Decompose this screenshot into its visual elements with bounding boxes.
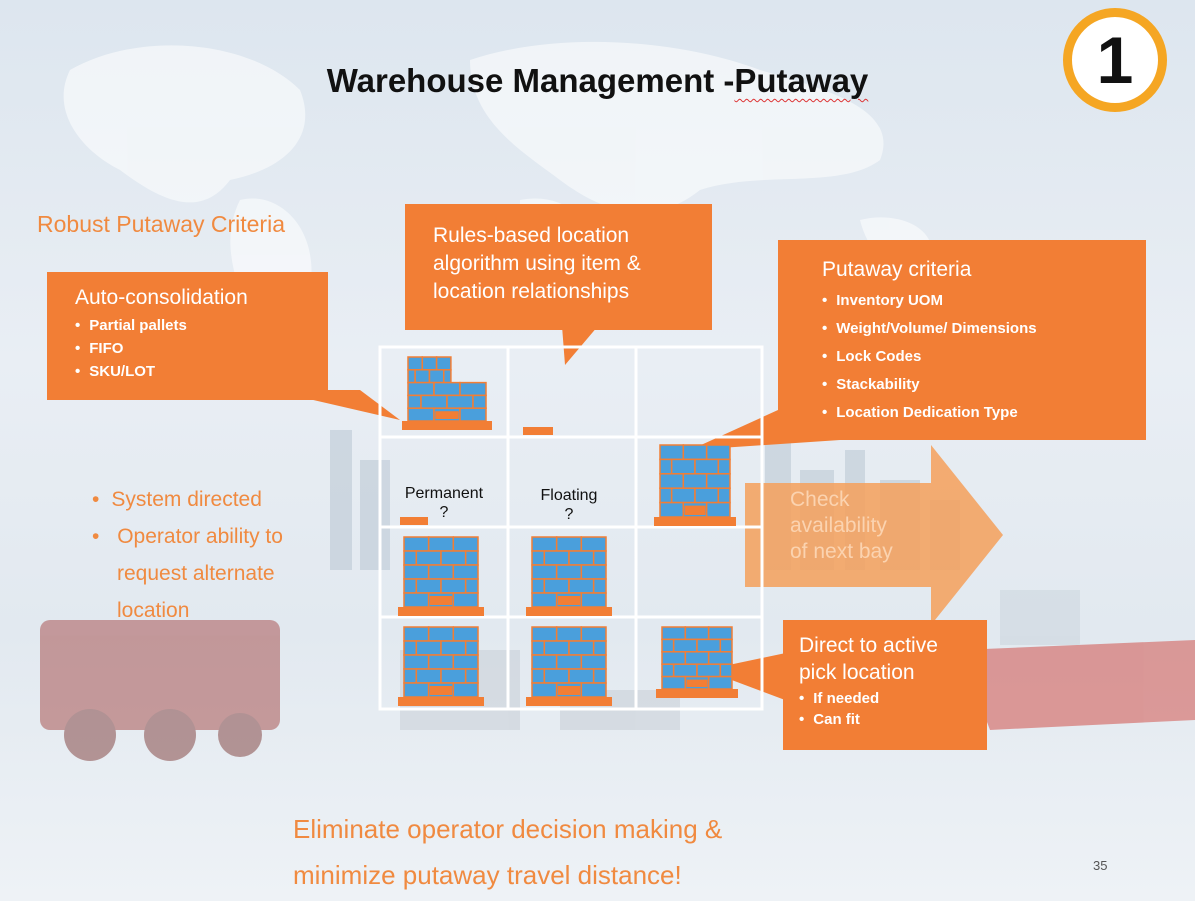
slide-title: Warehouse Management -Putaway: [0, 62, 1195, 100]
direct-pick-callout: Direct to active pick location If needed…: [783, 620, 987, 750]
putaway-criteria-item: Weight/Volume/ Dimensions: [822, 315, 1146, 343]
auto-consolidation-item: Partial pallets: [75, 314, 328, 337]
next-bay-line-3: of next bay: [790, 540, 893, 563]
next-bay-line-2: availability: [790, 514, 887, 537]
direct-pick-line-1: Direct to active: [799, 634, 938, 657]
operator-bullet-line-1: Operator ability to: [117, 525, 283, 548]
operator-bullet-system-directed: System directed: [92, 481, 283, 518]
pallet-stack: [398, 536, 484, 616]
permanent-text: Permanent: [404, 485, 484, 502]
putaway-criteria-item: Inventory UOM: [822, 287, 1146, 315]
warehouse-rack-grid: [378, 345, 764, 711]
floating-text: Floating: [540, 487, 598, 504]
step-badge: 1: [1063, 8, 1167, 112]
title-suffix: Putaway: [734, 62, 869, 99]
rules-based-callout: Rules-based location algorithm using ite…: [405, 204, 712, 330]
direct-pick-item: If needed: [799, 688, 987, 709]
footer-message: Eliminate operator decision making & min…: [293, 806, 722, 898]
permanent-question: ?: [439, 504, 449, 521]
footer-line-1: Eliminate operator decision making &: [293, 814, 723, 844]
putaway-criteria-item: Location Dedication Type: [822, 399, 1146, 427]
auto-consolidation-callout: Auto-consolidation Partial pallets FIFO …: [47, 272, 328, 400]
empty-pallet: [523, 427, 553, 435]
auto-consolidation-item: FIFO: [75, 337, 328, 360]
step-number: 1: [1096, 23, 1134, 97]
auto-consolidation-item: SKU/LOT: [75, 360, 328, 383]
pallet-stack-partial: [402, 356, 492, 430]
direct-pick-pointer: [705, 650, 800, 700]
title-prefix: Warehouse Management -: [326, 62, 735, 99]
empty-pallet: [400, 517, 428, 525]
operator-bullet-line-3: location: [117, 599, 190, 622]
next-bay-arrow: [745, 445, 1003, 625]
permanent-location-label: Permanent ?: [394, 484, 494, 522]
floating-question: ?: [564, 506, 574, 523]
rules-line-3: location relationships: [433, 280, 630, 303]
operator-bullet-line-2: request alternate: [117, 562, 275, 585]
direct-pick-item: Can fit: [799, 709, 987, 730]
pallet-stack: [398, 626, 484, 706]
operator-bullet-alternate: Operator ability to: [92, 518, 283, 555]
page-number: 35: [1093, 858, 1108, 873]
putaway-criteria-callout: Putaway criteria Inventory UOM Weight/Vo…: [778, 240, 1146, 440]
putaway-criteria-heading: Putaway criteria: [822, 258, 972, 281]
pallet-stack: [526, 536, 612, 616]
rules-line-2: algorithm using item &: [433, 252, 641, 275]
next-bay-line-1: Check: [790, 488, 850, 511]
putaway-criteria-item: Lock Codes: [822, 343, 1146, 371]
pallet-stack: [526, 626, 612, 706]
floating-location-label: Floating ?: [524, 486, 614, 524]
pallet-stack: [656, 626, 738, 698]
rules-line-1: Rules-based location: [433, 224, 630, 247]
operator-bullets: System directed Operator ability to requ…: [92, 481, 283, 629]
auto-consolidation-heading: Auto-consolidation: [75, 286, 248, 309]
putaway-criteria-item: Stackability: [822, 371, 1146, 399]
pallet-stack: [654, 444, 736, 526]
next-bay-text: Check availability of next bay: [790, 487, 893, 565]
footer-line-2: minimize putaway travel distance!: [293, 860, 682, 890]
robust-criteria-heading: Robust Putaway Criteria: [37, 211, 285, 237]
direct-pick-line-2: pick location: [799, 661, 915, 684]
